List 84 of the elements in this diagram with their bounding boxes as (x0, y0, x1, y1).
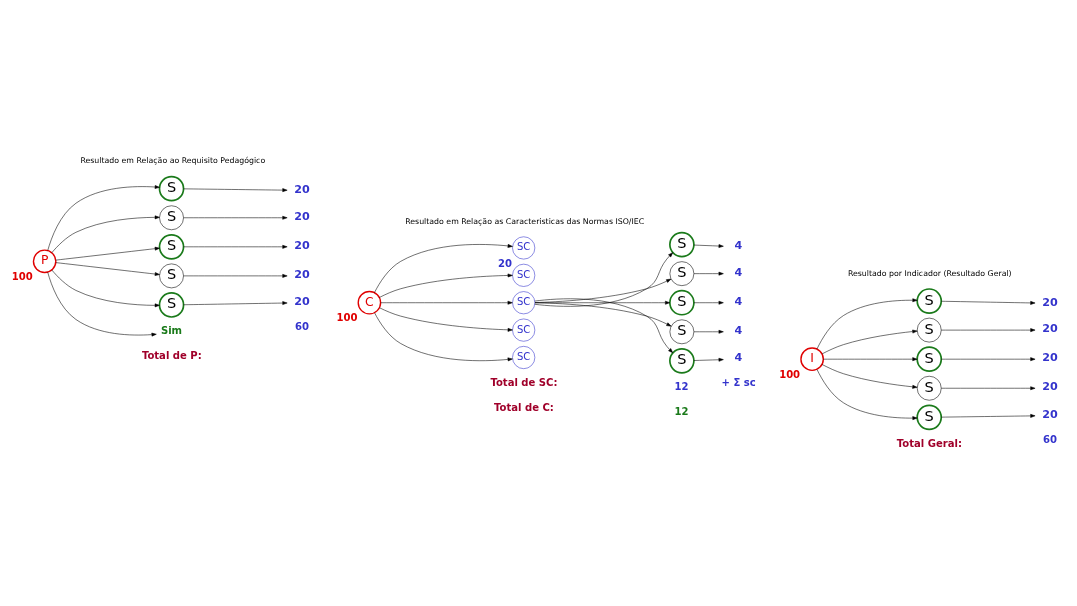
node-text: 20 (1042, 351, 1058, 365)
node-text: 4 (734, 294, 743, 308)
node-text: 4 (734, 324, 743, 338)
node-label: 100 (779, 368, 801, 380)
label: 60 (295, 320, 310, 332)
arrow (183, 188, 288, 192)
node-circle: S (158, 292, 185, 318)
arrow (816, 369, 918, 420)
node-circle: SC (512, 236, 536, 260)
node-circle: I (800, 347, 824, 372)
node-circle: S (159, 263, 184, 289)
arrow (534, 252, 673, 307)
arrow (374, 312, 513, 362)
label: Total de C: (494, 401, 554, 413)
arrow (693, 300, 724, 305)
arrow (379, 273, 513, 298)
arrow (380, 300, 513, 305)
node-circle: S (669, 261, 695, 286)
node-text: 20 (1042, 380, 1058, 394)
node-circle: C (357, 290, 382, 315)
arrow (816, 298, 918, 350)
node-text: 20 (294, 209, 310, 223)
arrow (183, 215, 288, 220)
arrow (693, 244, 724, 248)
arrow (51, 269, 160, 308)
arrow (693, 271, 724, 276)
arrow (379, 307, 513, 332)
node-text: 4 (734, 239, 743, 253)
label: 60 (1042, 433, 1057, 445)
label: 12 (674, 406, 689, 418)
node-circle: P (32, 249, 57, 274)
arrow (51, 215, 160, 254)
arrow (534, 298, 673, 354)
node-text: 20 (294, 182, 310, 196)
arrow (183, 274, 288, 278)
node-label: 20 (497, 257, 512, 269)
arrow (47, 185, 160, 251)
arrow (823, 357, 918, 361)
arrow (821, 364, 918, 389)
node-text: 4 (734, 351, 743, 365)
arrow (183, 301, 288, 306)
label: Total de SC: (490, 376, 558, 388)
node-circle: S (916, 404, 943, 431)
arrow (55, 262, 160, 276)
node-circle: SC (512, 318, 536, 342)
arrow (374, 244, 513, 293)
node-text: 20 (294, 268, 310, 282)
node-circle: S (159, 205, 184, 231)
node-text: 20 (1042, 295, 1058, 309)
node-circle: S (916, 317, 942, 343)
node-circle: S (669, 289, 695, 316)
label: + Σ sc (721, 377, 756, 389)
node-text: 20 (1042, 407, 1058, 421)
node-circle: SC (512, 346, 536, 369)
node-circle: SC (512, 291, 536, 315)
arrow (55, 246, 160, 261)
arrow (693, 329, 724, 334)
arrow (693, 357, 724, 362)
arrow (941, 414, 1036, 418)
node-label: 100 (336, 312, 358, 324)
node-circle: S (916, 375, 942, 401)
label: Total Geral: (896, 437, 963, 449)
arrow (941, 357, 1036, 361)
arrow (821, 329, 918, 355)
arrow (534, 302, 672, 327)
node-circle: S (916, 346, 943, 373)
node-circle: S (669, 319, 695, 345)
node-text: 20 (294, 294, 310, 308)
arrow (941, 328, 1036, 332)
arrow (47, 271, 157, 337)
node-circle: S (916, 288, 943, 314)
node-circle: S (158, 175, 185, 202)
node-text: Sim (160, 325, 183, 337)
node-text: 20 (294, 239, 310, 253)
node-circle: SC (512, 263, 536, 287)
node-label: 100 (11, 271, 33, 283)
arrow (183, 245, 288, 249)
label: 12 (674, 381, 689, 393)
arrow (941, 301, 1036, 305)
node-circle: S (158, 233, 185, 260)
node-text: 4 (734, 265, 743, 279)
node-text: 20 (1042, 322, 1058, 336)
label: Total de P: (141, 350, 202, 362)
arrow (941, 386, 1036, 391)
